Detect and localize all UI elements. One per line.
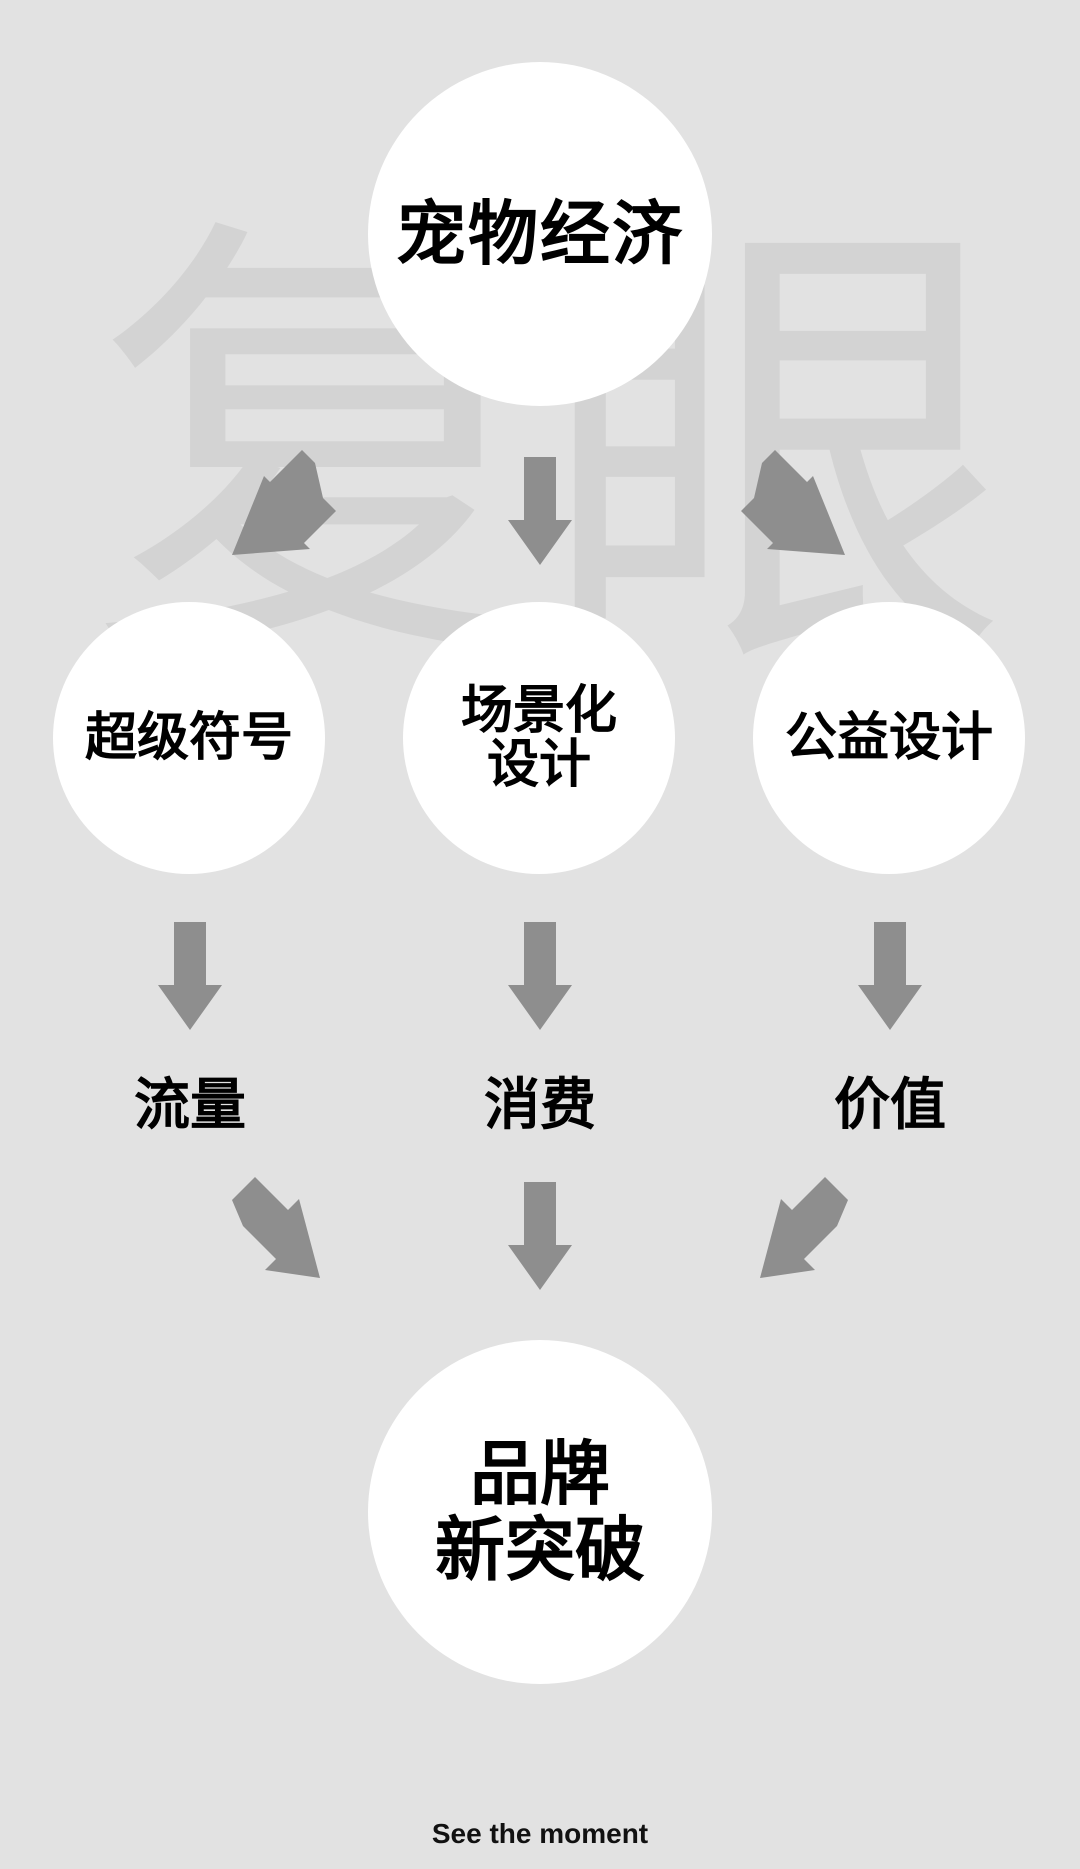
arrow-top-to-middle xyxy=(508,457,572,565)
node-pet-economy-label: 宠物经济 xyxy=(396,193,684,275)
result-value: 价值 xyxy=(834,1073,946,1138)
node-public-welfare-design-label: 公益设计 xyxy=(784,708,993,768)
node-brand-breakthrough: 品牌 新突破 xyxy=(368,1340,712,1684)
arrow-top-to-left xyxy=(232,450,336,555)
arrow-value-to-brand xyxy=(760,1177,848,1278)
arrow-consumption-to-brand xyxy=(508,1182,572,1290)
arrow-middle-to-consumption xyxy=(508,922,572,1030)
arrow-right-to-value xyxy=(858,922,922,1030)
node-brand-breakthrough-label: 品牌 新突破 xyxy=(435,1433,645,1591)
result-traffic: 流量 xyxy=(134,1073,246,1138)
node-scene-design: 场景化 设计 xyxy=(403,602,675,874)
node-pet-economy: 宠物经济 xyxy=(368,62,712,406)
arrow-top-to-right xyxy=(741,450,845,555)
footer-tagline: See the moment xyxy=(431,1818,649,1849)
node-super-symbol: 超级符号 xyxy=(53,602,325,874)
arrow-left-to-flow xyxy=(158,922,222,1030)
arrow-flow-to-brand xyxy=(232,1177,320,1278)
node-scene-design-label: 场景化 设计 xyxy=(460,681,617,795)
node-super-symbol-label: 超级符号 xyxy=(84,708,293,768)
result-consumption: 消费 xyxy=(484,1073,596,1138)
node-public-welfare-design: 公益设计 xyxy=(753,602,1025,874)
